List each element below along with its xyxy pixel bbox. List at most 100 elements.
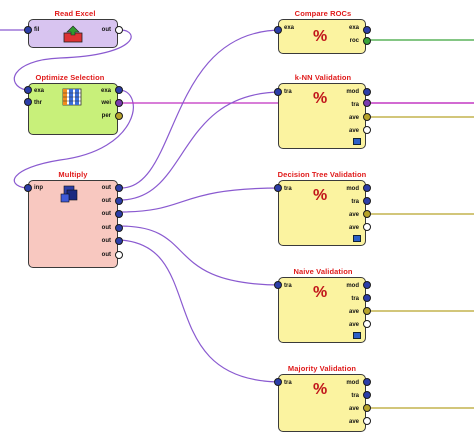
svg-text:%: % (313, 90, 327, 105)
port-label-tra-in: tra (284, 283, 292, 289)
naive-port-tra-in[interactable] (274, 281, 282, 289)
port-label-tra-in: tra (284, 380, 292, 386)
port-label-ave-2: ave (348, 322, 359, 328)
majority-port-ave-2-out[interactable] (363, 417, 371, 425)
multiply-port-inp[interactable] (24, 184, 32, 192)
optimize-port-exa-out[interactable] (115, 86, 123, 94)
percent-icon: % (313, 28, 327, 43)
multiply-title: Multiply (58, 170, 88, 179)
decision-tree-port-tra-in[interactable] (274, 184, 282, 192)
port-label-roc: roc (349, 38, 359, 44)
subprocess-icon[interactable] (353, 332, 361, 339)
multiply-port-out-3[interactable] (115, 210, 123, 218)
multiply-port-out-4[interactable] (115, 224, 123, 232)
read-excel-operator[interactable]: fil out (28, 19, 118, 48)
port-label-tra-out: tra (351, 393, 359, 399)
naive-validation-operator[interactable]: tra mod tra ave ave % (278, 277, 366, 343)
decision-tree-validation-title: Decision Tree Validation (277, 170, 367, 179)
wire-multiply-to-naive (119, 225, 283, 286)
optimize-selection-title: Optimize Selection (35, 73, 105, 82)
majority-port-tra-out[interactable] (363, 391, 371, 399)
multiply-port-out-2[interactable] (115, 197, 123, 205)
optimize-port-thr-in[interactable] (24, 98, 32, 106)
multiply-port-out-6[interactable] (115, 251, 123, 259)
wire-multiply-to-decision-tree (119, 187, 283, 213)
multiply-operator[interactable]: inp out out out out out out (28, 180, 118, 268)
port-label-mod: mod (346, 380, 359, 386)
knn-port-tra-in[interactable] (274, 88, 282, 96)
compare-rocs-port-in[interactable] (274, 26, 282, 34)
decision-tree-port-ave-1-out[interactable] (363, 210, 371, 218)
port-label-out-6: out (101, 252, 111, 258)
port-label-ave-2: ave (348, 225, 359, 231)
wire-optimize-to-multiply (13, 89, 134, 189)
knn-port-ave-2-out[interactable] (363, 126, 371, 134)
multiply-port-out-5[interactable] (115, 237, 123, 245)
decision-tree-port-mod-out[interactable] (363, 184, 371, 192)
majority-port-tra-in[interactable] (274, 378, 282, 386)
optimize-port-wei-out[interactable] (115, 99, 123, 107)
knn-port-mod-out[interactable] (363, 88, 371, 96)
port-label-out-4: out (101, 225, 111, 231)
excel-file-icon (63, 25, 83, 43)
majority-port-mod-out[interactable] (363, 378, 371, 386)
compare-rocs-operator[interactable]: exa exa roc % (278, 19, 366, 54)
port-label-tra-out: tra (351, 199, 359, 205)
majority-port-ave-1-out[interactable] (363, 404, 371, 412)
svg-text:%: % (313, 284, 327, 299)
knn-port-ave-1-out[interactable] (363, 113, 371, 121)
port-label-fil: fil (34, 27, 40, 33)
wire-multiply-to-knn (119, 91, 283, 201)
compare-rocs-port-exa-out[interactable] (363, 26, 371, 34)
svg-text:%: % (313, 187, 327, 202)
read-excel-port-out[interactable] (115, 26, 123, 34)
port-label-out-5: out (101, 238, 111, 244)
wire-multiply-to-majority (119, 239, 283, 383)
multiply-port-out-1[interactable] (115, 184, 123, 192)
port-label-exa-out: exa (100, 88, 111, 94)
optimize-port-exa-in[interactable] (24, 86, 32, 94)
knn-validation-title: k-NN Validation (294, 73, 352, 82)
wire-read-excel-to-optimize (13, 29, 132, 91)
naive-port-ave-1-out[interactable] (363, 307, 371, 315)
majority-validation-operator[interactable]: tra mod tra ave ave % (278, 374, 366, 432)
port-label-out-2: out (101, 198, 111, 204)
port-label-ave-2: ave (348, 128, 359, 134)
svg-text:%: % (313, 28, 327, 43)
knn-port-tra-out[interactable] (363, 99, 371, 107)
port-label-out: out (101, 27, 111, 33)
subprocess-icon[interactable] (353, 235, 361, 242)
naive-port-tra-out[interactable] (363, 294, 371, 302)
port-label-inp: inp (34, 185, 43, 191)
port-label-exa-in: exa (284, 25, 295, 31)
port-label-ave-2: ave (348, 419, 359, 425)
port-label-mod: mod (346, 89, 359, 95)
subprocess-icon[interactable] (353, 138, 361, 145)
port-label-ave-1: ave (348, 212, 359, 218)
naive-port-ave-2-out[interactable] (363, 320, 371, 328)
port-label-mod: mod (346, 283, 359, 289)
port-label-exa-out: exa (348, 25, 359, 31)
decision-tree-port-ave-2-out[interactable] (363, 223, 371, 231)
port-label-tra-out: tra (351, 296, 359, 302)
percent-icon: % (313, 284, 327, 299)
naive-validation-title: Naive Validation (293, 267, 353, 276)
port-label-tra-in: tra (284, 186, 292, 192)
read-excel-port-in[interactable] (24, 26, 32, 34)
port-label-thr: thr (34, 100, 42, 106)
port-label-ave-1: ave (348, 406, 359, 412)
read-excel-title: Read Excel (54, 9, 96, 18)
port-label-ave-1: ave (348, 115, 359, 121)
port-label-exa-in: exa (34, 88, 45, 94)
decision-tree-port-tra-out[interactable] (363, 197, 371, 205)
knn-validation-operator[interactable]: tra mod tra ave ave % (278, 83, 366, 149)
decision-tree-validation-operator[interactable]: tra mod tra ave ave % (278, 180, 366, 246)
compare-rocs-port-roc-out[interactable] (363, 37, 371, 45)
compare-rocs-title: Compare ROCs (294, 9, 352, 18)
percent-icon: % (313, 187, 327, 202)
optimize-selection-operator[interactable]: exa thr exa wei per (28, 83, 118, 135)
naive-port-mod-out[interactable] (363, 281, 371, 289)
optimize-port-per-out[interactable] (115, 112, 123, 120)
port-label-mod: mod (346, 186, 359, 192)
